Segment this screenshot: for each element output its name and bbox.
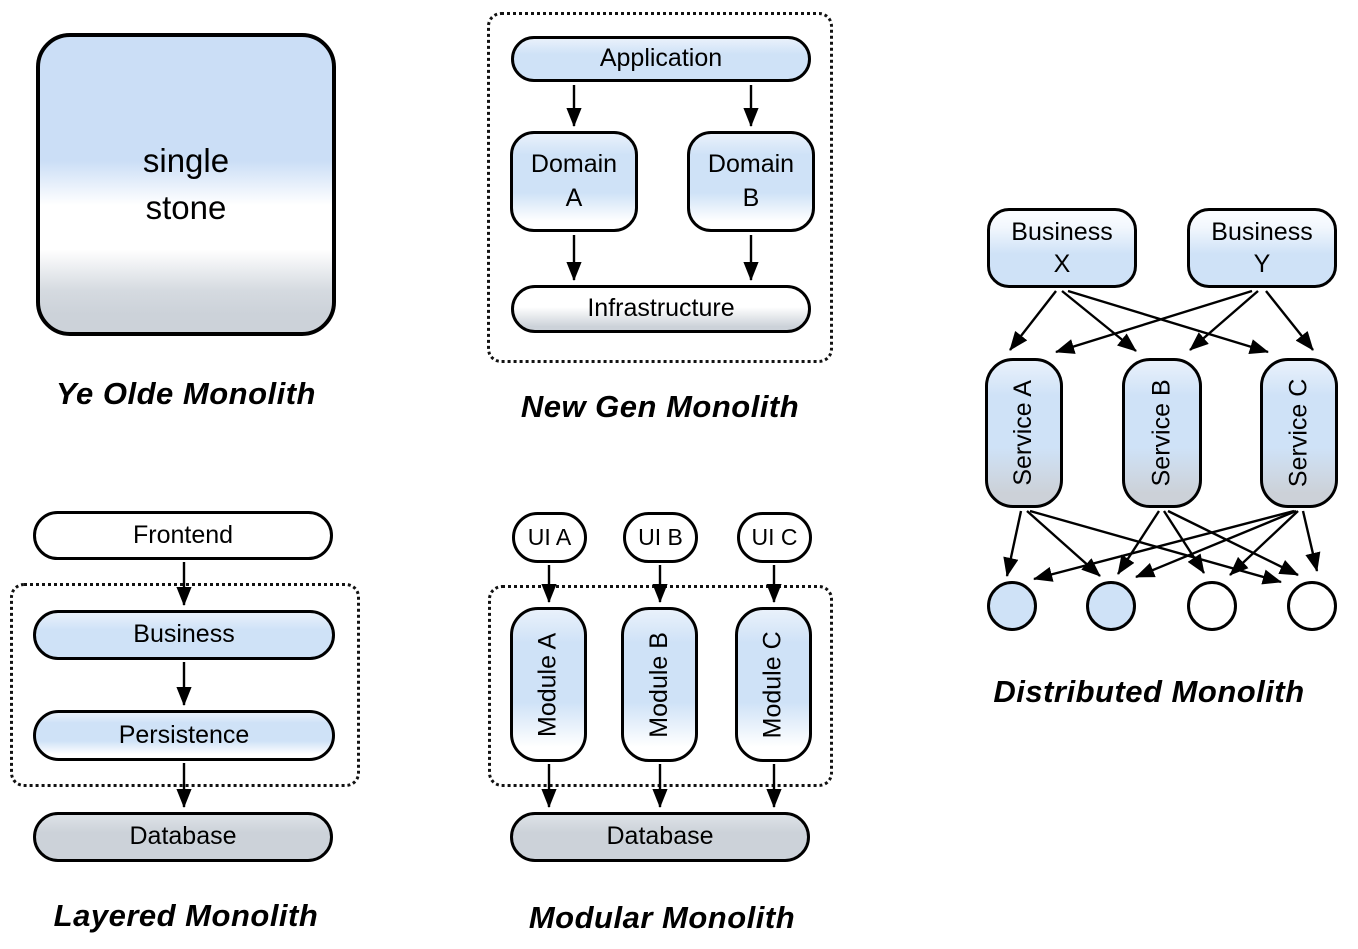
arrow-service-a-to-circle-4: [1029, 509, 1282, 585]
ui-a-node: UI A: [512, 512, 587, 563]
ye-olde-caption: Ye Olde Monolith: [55, 376, 316, 411]
service-b-label: Service B: [1147, 379, 1176, 487]
arrow-business-y-to-service-a: [1055, 289, 1253, 354]
ui-c-node: UI C: [737, 512, 812, 563]
module-a-node: Module A: [510, 607, 587, 762]
persistence-node: Persistence: [33, 710, 335, 761]
database-circle-3: [1187, 581, 1237, 631]
service-c-label: Service C: [1284, 378, 1313, 488]
application-node: Application: [511, 36, 811, 82]
module-c-label: Module C: [758, 631, 787, 738]
arrow-business-y-to-service-b: [1189, 290, 1259, 351]
layered-caption: Layered Monolith: [53, 898, 319, 933]
arrow-business-y-to-service-c: [1265, 290, 1314, 351]
business-y-node: Business Y: [1187, 208, 1337, 288]
domain-a-node: Domain A: [510, 131, 638, 232]
arrow-service-b-to-circle-3: [1162, 510, 1206, 574]
infrastructure-node: Infrastructure: [511, 285, 811, 333]
domain-b-node: Domain B: [687, 131, 815, 232]
ui-b-node: UI B: [623, 512, 698, 563]
module-c-node: Module C: [735, 607, 812, 762]
arrow-service-c-to-circle-3: [1229, 510, 1299, 576]
business-node: Business: [33, 610, 335, 660]
arrow-business-x-to-service-c: [1067, 289, 1269, 355]
frontend-node: Frontend: [33, 511, 333, 560]
service-b-node: Service B: [1122, 358, 1202, 508]
database-circle-2: [1086, 581, 1136, 631]
service-a-label: Service A: [1009, 380, 1038, 486]
layered-database-node: Database: [33, 812, 333, 862]
arrow-service-b-to-circle-4: [1167, 509, 1299, 577]
distributed-caption: Distributed Monolith: [993, 674, 1305, 709]
module-b-label: Module B: [644, 631, 673, 738]
modular-caption: Modular Monolith: [528, 900, 796, 935]
new-gen-boundary: [487, 12, 833, 363]
single-stone-node: single stone: [36, 33, 336, 336]
module-b-node: Module B: [621, 607, 698, 762]
arrow-service-c-to-circle-4: [1301, 510, 1321, 572]
business-x-node: Business X: [987, 208, 1137, 288]
arrow-service-a-to-circle-2: [1026, 510, 1101, 577]
new-gen-caption: New Gen Monolith: [520, 389, 800, 424]
service-c-node: Service C: [1260, 358, 1338, 508]
arrow-service-c-to-circle-2: [1135, 509, 1297, 579]
database-circle-4: [1287, 581, 1337, 631]
arrow-service-b-to-circle-2: [1116, 510, 1161, 575]
service-a-node: Service A: [985, 358, 1063, 508]
modular-database-node: Database: [510, 812, 810, 862]
arrow-service-a-to-circle-1: [1003, 510, 1023, 577]
arrow-service-c-to-circle-1: [1033, 509, 1295, 582]
database-circle-1: [987, 581, 1037, 631]
arrow-business-x-to-service-b: [1061, 290, 1137, 352]
module-a-label: Module A: [533, 632, 562, 737]
arrow-business-x-to-service-a: [1009, 290, 1057, 351]
